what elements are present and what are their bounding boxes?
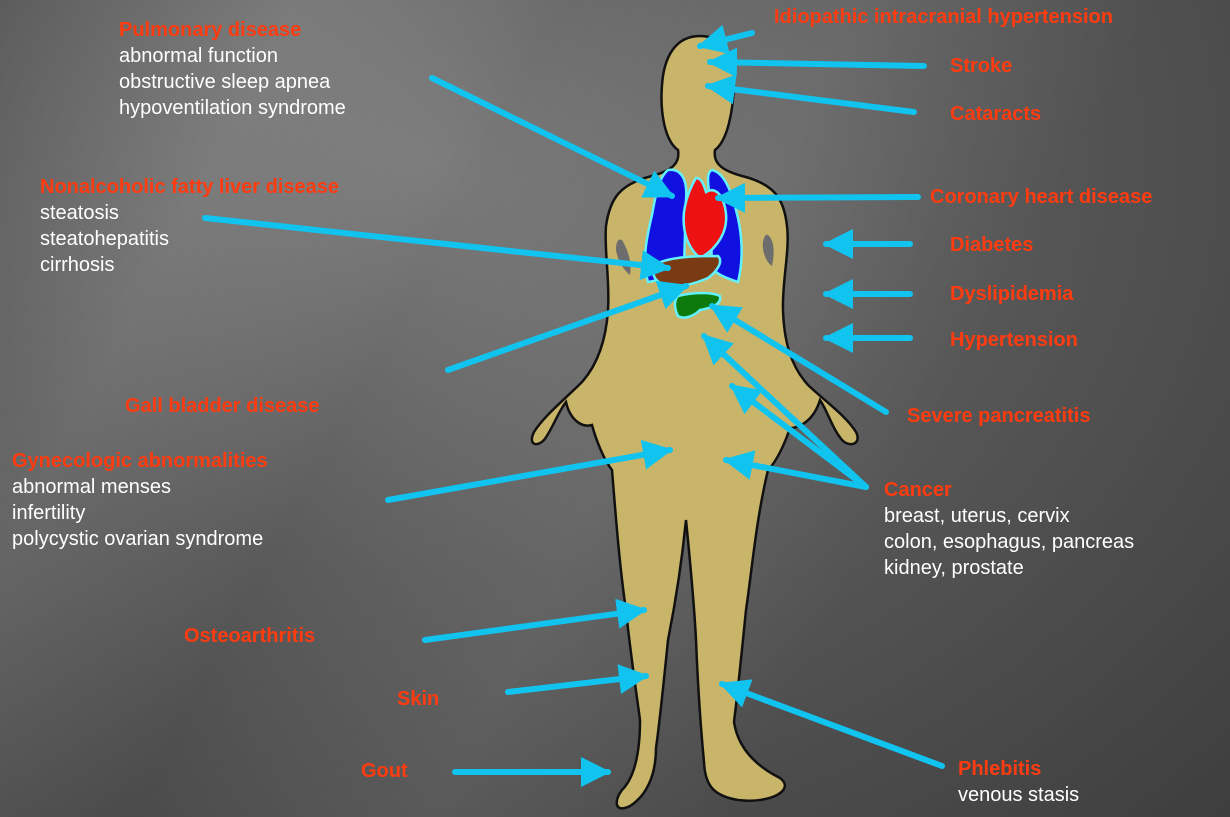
gynecologic-detail: polycystic ovarian syndrome xyxy=(12,526,268,552)
nafld-label: Nonalcoholic fatty liver disease steatos… xyxy=(40,174,339,278)
arrow-cataracts xyxy=(708,86,914,112)
cataracts-title: Cataracts xyxy=(950,101,1041,127)
skin-label: Skin xyxy=(397,686,439,712)
arrow-pulmonary xyxy=(432,78,672,196)
hypertension-title: Hypertension xyxy=(950,327,1078,353)
nafld-title: Nonalcoholic fatty liver disease xyxy=(40,174,339,200)
nafld-detail: steatohepatitis xyxy=(40,226,339,252)
pulmonary-detail: hypoventilation syndrome xyxy=(119,95,346,121)
arrow-stroke xyxy=(710,62,924,66)
pulmonary-detail: obstructive sleep apnea xyxy=(119,69,346,95)
pulmonary-detail: abnormal function xyxy=(119,43,346,69)
arrow-phlebitis xyxy=(722,684,942,766)
phlebitis-detail: venous stasis xyxy=(958,782,1079,808)
stroke-title: Stroke xyxy=(950,53,1012,79)
pancreatitis-title: Severe pancreatitis xyxy=(907,403,1090,429)
pulmonary-label: Pulmonary disease abnormal function obst… xyxy=(119,17,346,121)
phlebitis-title: Phlebitis xyxy=(958,756,1079,782)
chd-label: Coronary heart disease xyxy=(930,184,1152,210)
cancer-detail: breast, uterus, cervix xyxy=(884,503,1134,529)
cancer-label: Cancer breast, uterus, cervix colon, eso… xyxy=(884,477,1134,581)
gout-label: Gout xyxy=(361,758,408,784)
gout-title: Gout xyxy=(361,758,408,784)
arrow-chd xyxy=(718,197,918,198)
skin-title: Skin xyxy=(397,686,439,712)
gynecologic-detail: abnormal menses xyxy=(12,474,268,500)
osteoarthritis-label: Osteoarthritis xyxy=(184,623,315,649)
arrow-osteoarthritis xyxy=(425,610,644,640)
gynecologic-title: Gynecologic abnormalities xyxy=(12,448,268,474)
iih-title: Idiopathic intracranial hypertension xyxy=(774,4,1113,30)
stroke-label: Stroke xyxy=(950,53,1012,79)
cancer-detail: colon, esophagus, pancreas xyxy=(884,529,1134,555)
gynecologic-label: Gynecologic abnormalities abnormal mense… xyxy=(12,448,268,552)
chd-title: Coronary heart disease xyxy=(930,184,1152,210)
cancer-detail: kidney, prostate xyxy=(884,555,1134,581)
cataracts-label: Cataracts xyxy=(950,101,1041,127)
gallbladder-label: Gall bladder disease xyxy=(125,393,320,419)
cancer-title: Cancer xyxy=(884,477,1134,503)
dyslipidemia-title: Dyslipidemia xyxy=(950,281,1073,307)
dyslipidemia-label: Dyslipidemia xyxy=(950,281,1073,307)
diabetes-label: Diabetes xyxy=(950,232,1033,258)
gallbladder-title: Gall bladder disease xyxy=(125,393,320,419)
hypertension-label: Hypertension xyxy=(950,327,1078,353)
pancreatitis-label: Severe pancreatitis xyxy=(907,403,1090,429)
diabetes-title: Diabetes xyxy=(950,232,1033,258)
phlebitis-label: Phlebitis venous stasis xyxy=(958,756,1079,808)
iih-label: Idiopathic intracranial hypertension xyxy=(774,4,1113,30)
osteoarthritis-title: Osteoarthritis xyxy=(184,623,315,649)
nafld-detail: cirrhosis xyxy=(40,252,339,278)
nafld-detail: steatosis xyxy=(40,200,339,226)
gynecologic-detail: infertility xyxy=(12,500,268,526)
arrow-skin xyxy=(508,676,646,692)
pulmonary-title: Pulmonary disease xyxy=(119,17,346,43)
